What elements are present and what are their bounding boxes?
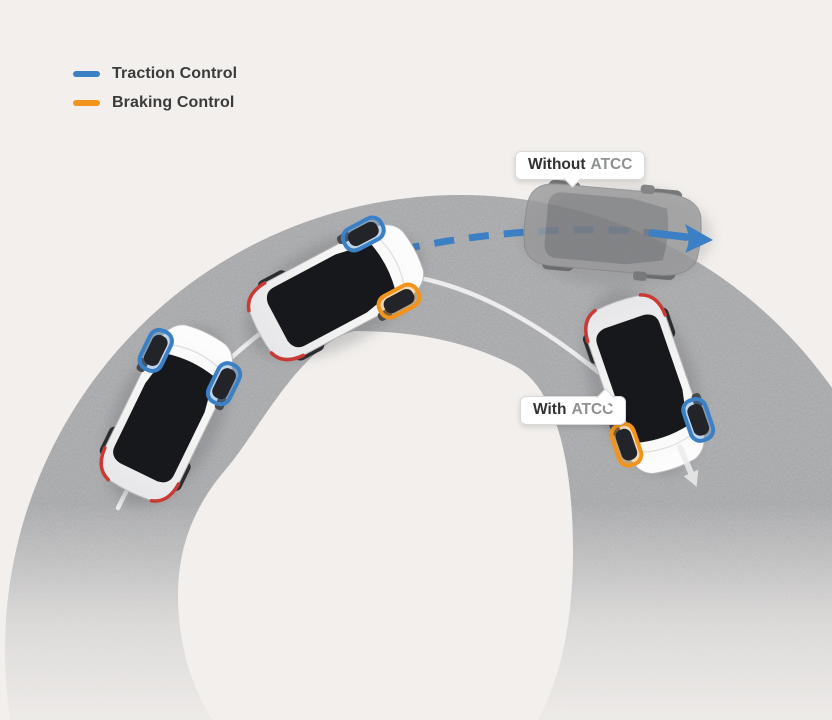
- legend-label-braking-control: Braking Control: [112, 94, 235, 111]
- callout-without-term: ATCC: [590, 156, 633, 173]
- ghost-car-without-atcc: [520, 173, 712, 286]
- legend-item-braking-control: Braking Control: [73, 93, 237, 113]
- legend: Traction Control Braking Control: [73, 64, 237, 113]
- legend-item-traction-control: Traction Control: [73, 64, 237, 84]
- traction-control-swatch-icon: [73, 71, 100, 77]
- callout-without-prefix: Without: [528, 156, 586, 173]
- braking-control-swatch-icon: [73, 100, 100, 106]
- legend-label-traction-control: Traction Control: [112, 65, 238, 82]
- without-atcc-arrow-icon: [648, 224, 713, 253]
- callout-with-term: ATCC: [571, 401, 614, 418]
- callout-with-prefix: With: [533, 401, 567, 418]
- with-atcc-arrow-icon: [677, 444, 699, 487]
